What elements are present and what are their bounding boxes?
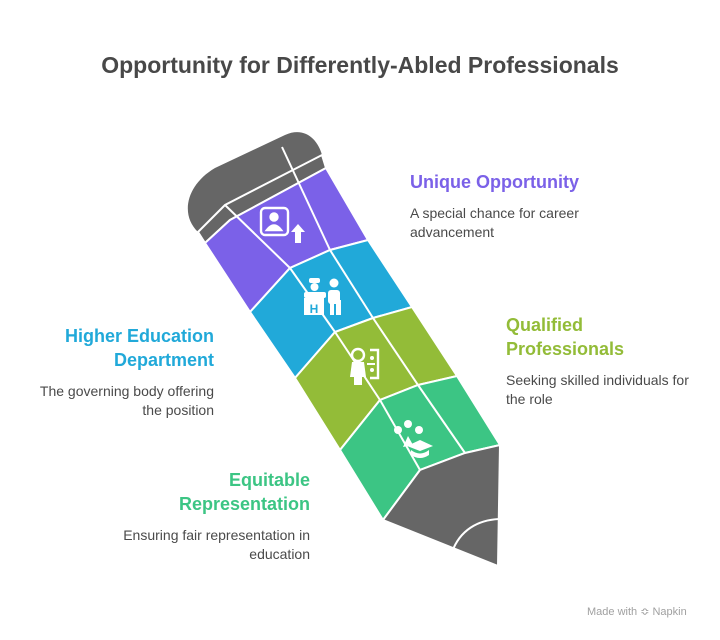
item-higher-education: Higher Education Department The governin… [20, 324, 214, 420]
item-equitable-representation: Equitable Representation Ensuring fair r… [100, 468, 310, 564]
pencil-eraser [187, 132, 322, 232]
page-title: Opportunity for Differently-Abled Profes… [101, 52, 619, 78]
item-unique-opportunity: Unique Opportunity A special chance for … [410, 170, 650, 242]
item-heading: Equitable Representation [178, 470, 310, 514]
napkin-logo-icon: ≎ [640, 606, 650, 618]
svg-text:H: H [310, 302, 319, 316]
pencil-lead-arc [451, 518, 500, 553]
diversity-education-icon [394, 420, 433, 458]
footer-brand: Napkin [652, 606, 687, 618]
item-description: A special chance for career advancement [410, 205, 579, 240]
item-description: Seeking skilled individuals for the role [506, 372, 689, 407]
item-heading: Qualified Professionals [506, 315, 625, 359]
profile-promotion-icon [259, 206, 305, 243]
footer-prefix: Made with [587, 606, 638, 618]
item-description: Ensuring fair representation in educatio… [123, 527, 310, 562]
item-description: The governing body offering the position [39, 383, 214, 418]
item-heading: Unique Opportunity [410, 172, 579, 192]
item-heading: Higher Education Department [64, 326, 214, 370]
item-qualified-professionals: Qualified Professionals Seeking skilled … [506, 313, 706, 409]
pencil-tip [381, 443, 502, 568]
hospital-reception-icon: H [304, 278, 341, 316]
professional-presenter-icon [350, 347, 380, 385]
made-with-napkin[interactable]: Made with ≎ Napkin [587, 605, 687, 618]
